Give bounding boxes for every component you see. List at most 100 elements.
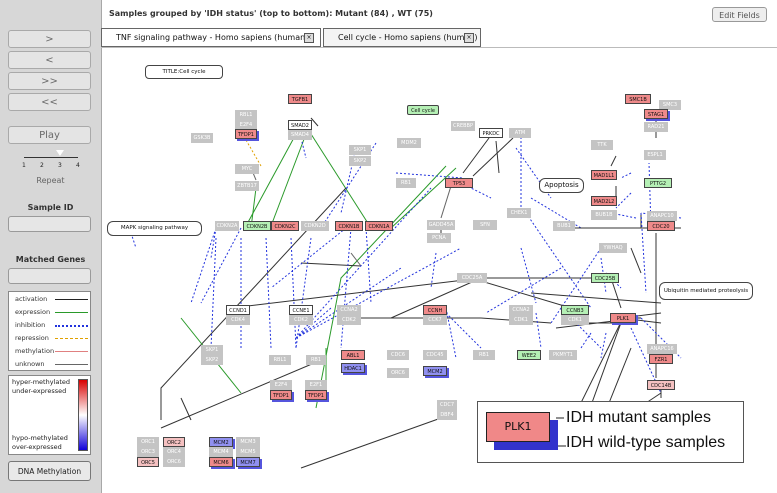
gene-anapc16[interactable]: ANAPC16 [647,344,677,354]
gene-orc1[interactable]: ORC1 [137,437,159,447]
gene-tfdp1[interactable]: TFDP1 [235,129,257,139]
first-button[interactable]: << [8,93,91,111]
ubiquitin-pathway-link[interactable]: Ubiquitin mediated proteolysis [659,282,753,300]
mapk-pathway-link[interactable]: MAPK signaling pathway [107,221,202,236]
gene-wee2[interactable]: WEE2 [517,350,541,360]
gene-ccne1[interactable]: CCNE1 [289,305,313,315]
gene-plk1[interactable]: PLK1 [610,313,636,323]
gene-cdkn1b[interactable]: CDKN1B [335,221,363,231]
gene-tfdp1c[interactable]: TFDP1 [305,390,327,400]
gene-pcna[interactable]: PCNA [427,233,451,243]
play-button[interactable]: Play [8,126,91,144]
gene-cdk7[interactable]: CCK7 [423,315,447,325]
gene-smc1b[interactable]: SMC1B [625,94,651,104]
gene-cdk1[interactable]: CDK1 [561,315,589,325]
gene-mcm4[interactable]: MCM4 [209,447,233,457]
gene-orc5[interactable]: ORC5 [137,457,159,467]
gene-skp1b[interactable]: SKP1 [201,345,223,355]
gene-e2f1[interactable]: E2F1 [305,380,327,390]
gene-cdkn2b[interactable]: CDKN2B [243,221,271,231]
gene-cdc6[interactable]: CDC6 [387,350,409,360]
gene-smc3[interactable]: SMC3 [659,100,681,110]
close-icon[interactable]: × [304,33,314,43]
gene-tgfb1[interactable]: TGFB1 [288,94,312,104]
gene-rbl1[interactable]: RBL1 [235,110,257,120]
close-icon[interactable]: × [464,33,474,43]
gene-orc6[interactable]: ORC6 [387,368,409,378]
gene-skp1[interactable]: SKP1 [349,145,371,155]
gene-cdc45[interactable]: CDC45 [423,350,447,360]
gene-cdc7[interactable]: CDC7 [437,400,457,410]
gene-gsk3b[interactable]: GSK3B [191,133,213,143]
gene-cdc25a[interactable]: CDC25A [457,273,487,283]
gene-anapc10[interactable]: ANAPC10 [647,211,677,221]
gene-orc4[interactable]: ORC4 [163,447,185,457]
gene-orc3[interactable]: ORC3 [137,447,159,457]
gene-gadd45[interactable]: GADD45A [427,220,455,230]
edit-fields-button[interactable]: Edit Fields [712,7,767,22]
gene-cdk4[interactable]: CDK4 [226,315,250,325]
gene-hdac1[interactable]: HDAC1 [341,363,365,373]
gene-tp53[interactable]: TP53 [445,178,473,188]
next-button[interactable]: > [8,30,91,48]
gene-bub1b[interactable]: BUB1B [591,210,617,220]
repeat-label[interactable]: Repeat [36,176,65,185]
gene-mcm6[interactable]: MCM6 [209,457,233,467]
gene-abl1[interactable]: ABL1 [341,350,365,360]
gene-cdkn1a[interactable]: CDKN1A [365,221,393,231]
gene-chek1[interactable]: CHEK1 [507,208,531,218]
gene-skp2[interactable]: SKP2 [349,156,371,166]
tab-tnf[interactable]: TNF signaling pathway - Homo sapiens (hu… [101,28,321,47]
previous-button[interactable]: < [8,51,91,69]
cell-cycle-link[interactable]: Cell cycle [407,105,439,115]
gene-ywhaq[interactable]: YWHAQ [599,243,627,253]
gene-rad21[interactable]: RAD21 [644,122,668,132]
sample-id-field[interactable] [8,216,91,232]
gene-ccna2[interactable]: CCNA2 [337,305,361,315]
gene-cdk2[interactable]: CDK2 [289,315,313,325]
tab-cell-cycle[interactable]: Cell cycle - Homo sapiens (human)× [323,28,481,47]
gene-myc[interactable]: MYC [235,164,259,174]
gene-ttk[interactable]: TTK [591,140,613,150]
gene-smad2[interactable]: SMAD2 [288,120,312,130]
gene-rb1c[interactable]: RB1 [306,355,326,365]
gene-rbl1b[interactable]: RBL1 [269,355,291,365]
gene-rb1d[interactable]: RB1 [473,350,495,360]
gene-cdkn2c[interactable]: CDKN2C [271,221,299,231]
gene-dbf4[interactable]: DBF4 [437,410,457,420]
gene-pttg2[interactable]: PTTG2 [644,178,672,188]
gene-cdk2b[interactable]: CDK2 [337,315,361,325]
slider-thumb-icon[interactable] [56,150,64,156]
gene-cdc14b[interactable]: CDC14B [647,380,675,390]
gene-mdm2[interactable]: MDM2 [397,138,421,148]
gene-prkdc[interactable]: PRKDC [479,128,503,138]
gene-e2f4[interactable]: E2F4 [235,120,257,130]
speed-slider[interactable] [24,150,78,165]
apoptosis-link[interactable]: Apoptosis [539,178,584,193]
gene-orc6b[interactable]: ORC6 [163,457,185,467]
matched-genes-field[interactable] [8,268,91,284]
gene-cdkn2d[interactable]: CDKN2D [301,221,329,231]
gene-cdc20[interactable]: CDC20 [647,221,675,231]
gene-fzr1[interactable]: FZR1 [649,354,673,364]
gene-espl1[interactable]: ESPL1 [644,150,666,160]
gene-mcm3[interactable]: MCM3 [236,437,260,447]
gene-ccnb3[interactable]: CCNB3 [561,305,589,315]
gene-atm[interactable]: ATM [509,128,531,138]
gene-e2f4b[interactable]: E2F4 [270,380,292,390]
gene-bub1[interactable]: BUB1 [553,221,575,231]
gene-crebbp[interactable]: CREBBP [451,121,475,131]
gene-cdc25b[interactable]: CDC25B [591,273,619,283]
gene-ccna2b[interactable]: CCNA2 [509,305,533,315]
dna-methylation-button[interactable]: DNA Methylation [8,461,91,481]
gene-mad2l2[interactable]: MAD2L2 [591,196,617,206]
gene-rb1[interactable]: RB1 [396,178,416,188]
gene-mcm5[interactable]: MCM5 [236,447,260,457]
gene-sfn[interactable]: SFN [473,220,497,230]
gene-zbtb17[interactable]: ZBTB17 [235,181,259,191]
gene-smad4[interactable]: SMAD4 [288,130,312,140]
gene-pkmyt1[interactable]: PKMYT1 [549,350,577,360]
gene-cdkn2a[interactable]: CDKN2A [215,221,239,231]
gene-stag1[interactable]: STAG1 [644,109,668,119]
gene-cdk1b[interactable]: CDK1 [509,315,533,325]
